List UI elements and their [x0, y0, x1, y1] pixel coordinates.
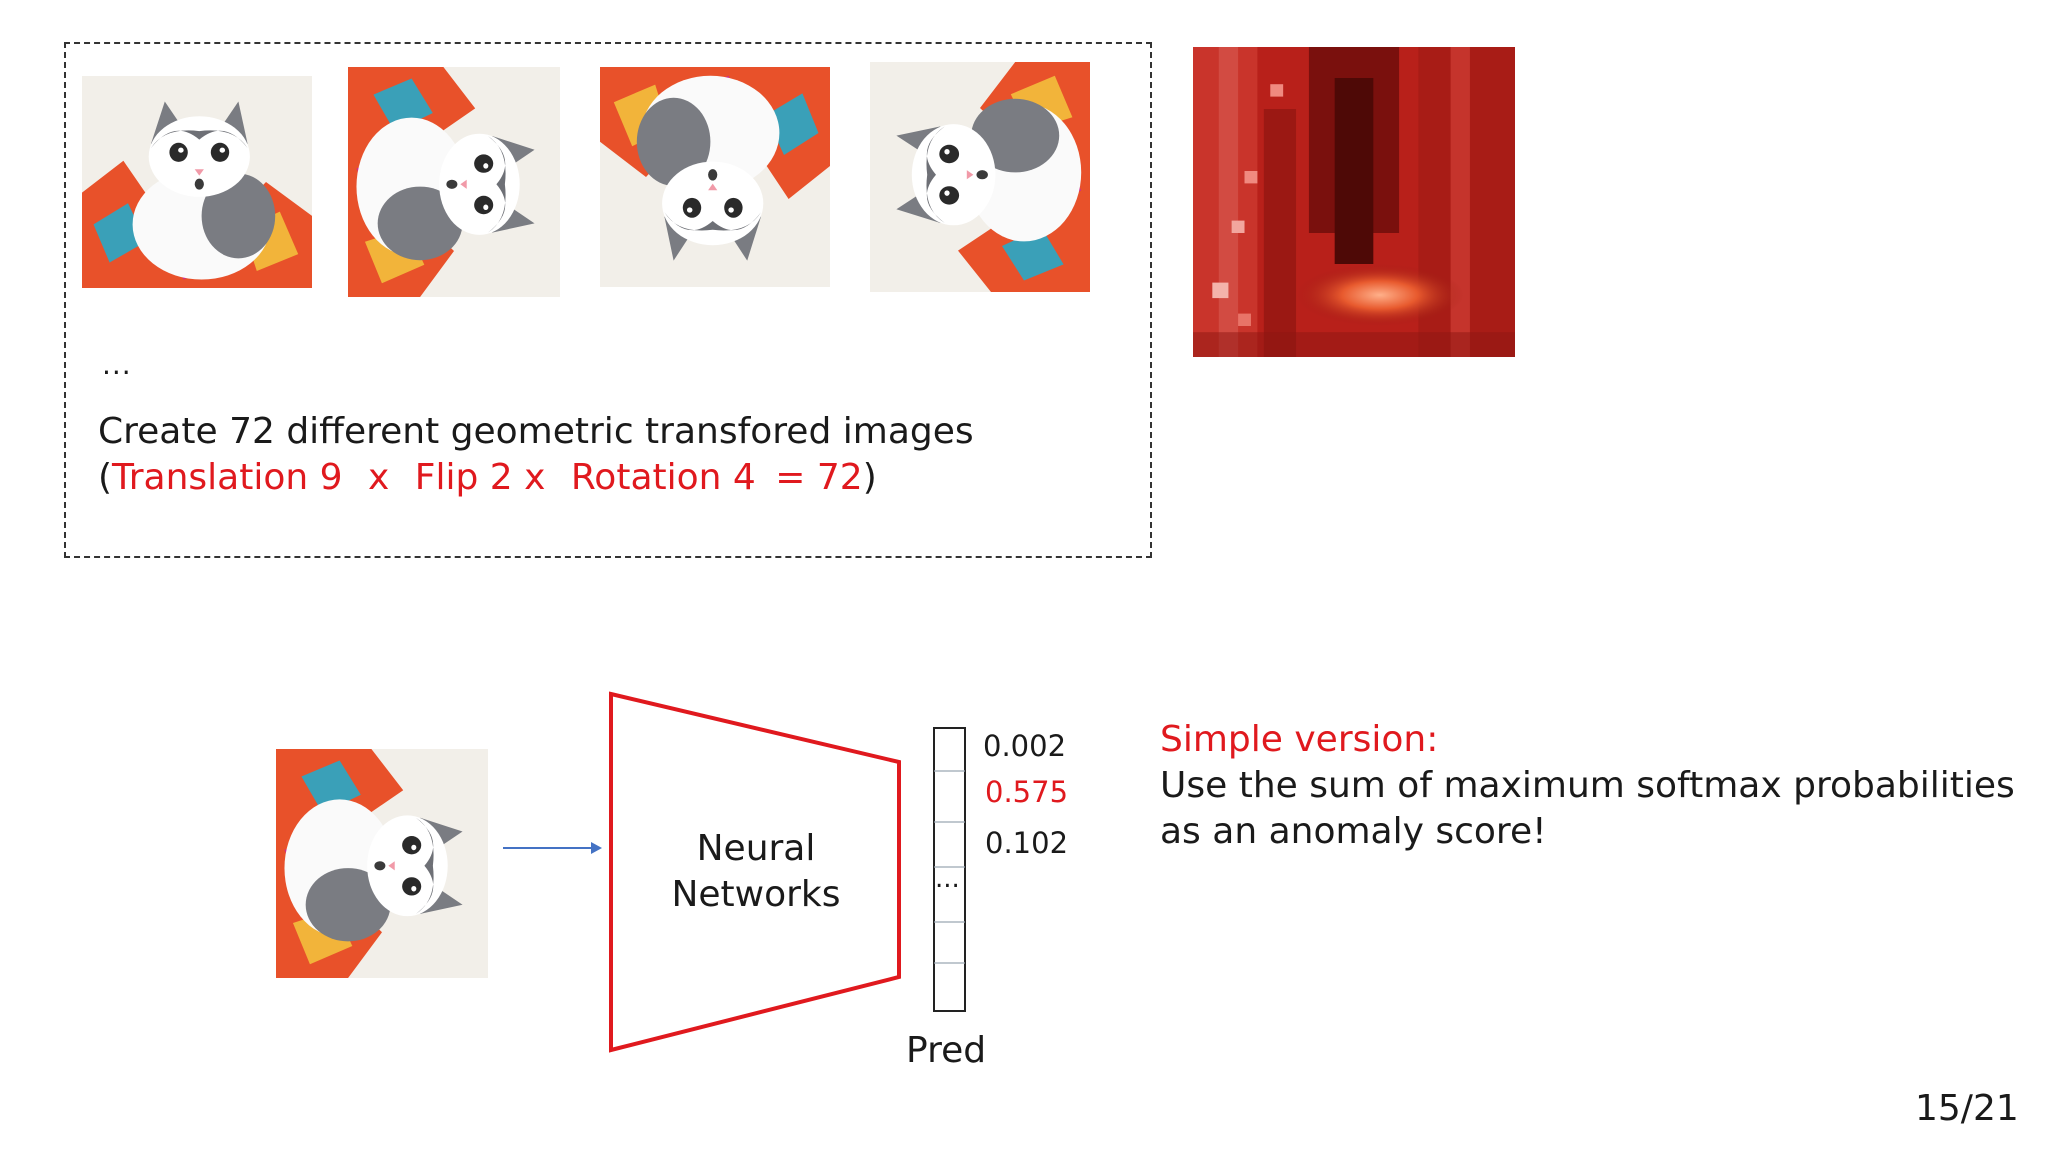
cat-photo-icon: [600, 67, 830, 287]
note-title: Simple version:: [1160, 719, 1439, 760]
augmentation-group-box: [64, 42, 1152, 558]
cat-photo-icon: [348, 67, 560, 297]
anomaly-score-note: Simple version: Use the sum of maximum s…: [1160, 717, 2015, 855]
formula-result: = 72: [775, 457, 863, 498]
formula-times: x: [368, 457, 390, 498]
prediction-value: 0.002: [983, 729, 1067, 763]
cat-photo-icon: [276, 749, 488, 978]
feature-map-icon: [1193, 47, 1515, 357]
formula-close-paren: ): [862, 457, 877, 498]
note-line2: as an anomaly score!: [1160, 811, 1547, 852]
neural-network-label: Neural Networks: [625, 826, 887, 918]
prediction-value: 0.102: [985, 826, 1069, 860]
more-images-ellipsis: ...: [102, 348, 132, 381]
formula-open-paren: (: [98, 457, 113, 498]
cat-photo-icon: [82, 76, 312, 288]
prediction-vector: [933, 727, 966, 1012]
augmentation-caption-line1: Create 72 different geometric transfored…: [98, 411, 974, 452]
formula-rotation: Rotation 4: [570, 457, 756, 498]
augmentation-caption: Create 72 different geometric transfored…: [98, 409, 974, 501]
note-line1: Use the sum of maximum softmax probabili…: [1160, 765, 2015, 806]
formula-translation: Translation 9: [112, 457, 343, 498]
arrow-right-icon: [503, 842, 602, 854]
prediction-value: 0.575: [985, 775, 1069, 809]
prediction-vector-ellipsis: ...: [935, 864, 960, 894]
augmentation-formula: (Translation 9 x Flip 2 x Rotation 4 = 7…: [98, 455, 974, 501]
neural-network-block: [609, 691, 901, 1053]
cat-photo-icon: [870, 62, 1090, 292]
neural-network-label-line1: Neural: [696, 828, 816, 869]
formula-flip: Flip 2 x: [414, 457, 546, 498]
prediction-label: Pred: [906, 1030, 987, 1071]
neural-network-label-line2: Networks: [671, 874, 841, 915]
page-number: 15/21: [1915, 1088, 2019, 1129]
